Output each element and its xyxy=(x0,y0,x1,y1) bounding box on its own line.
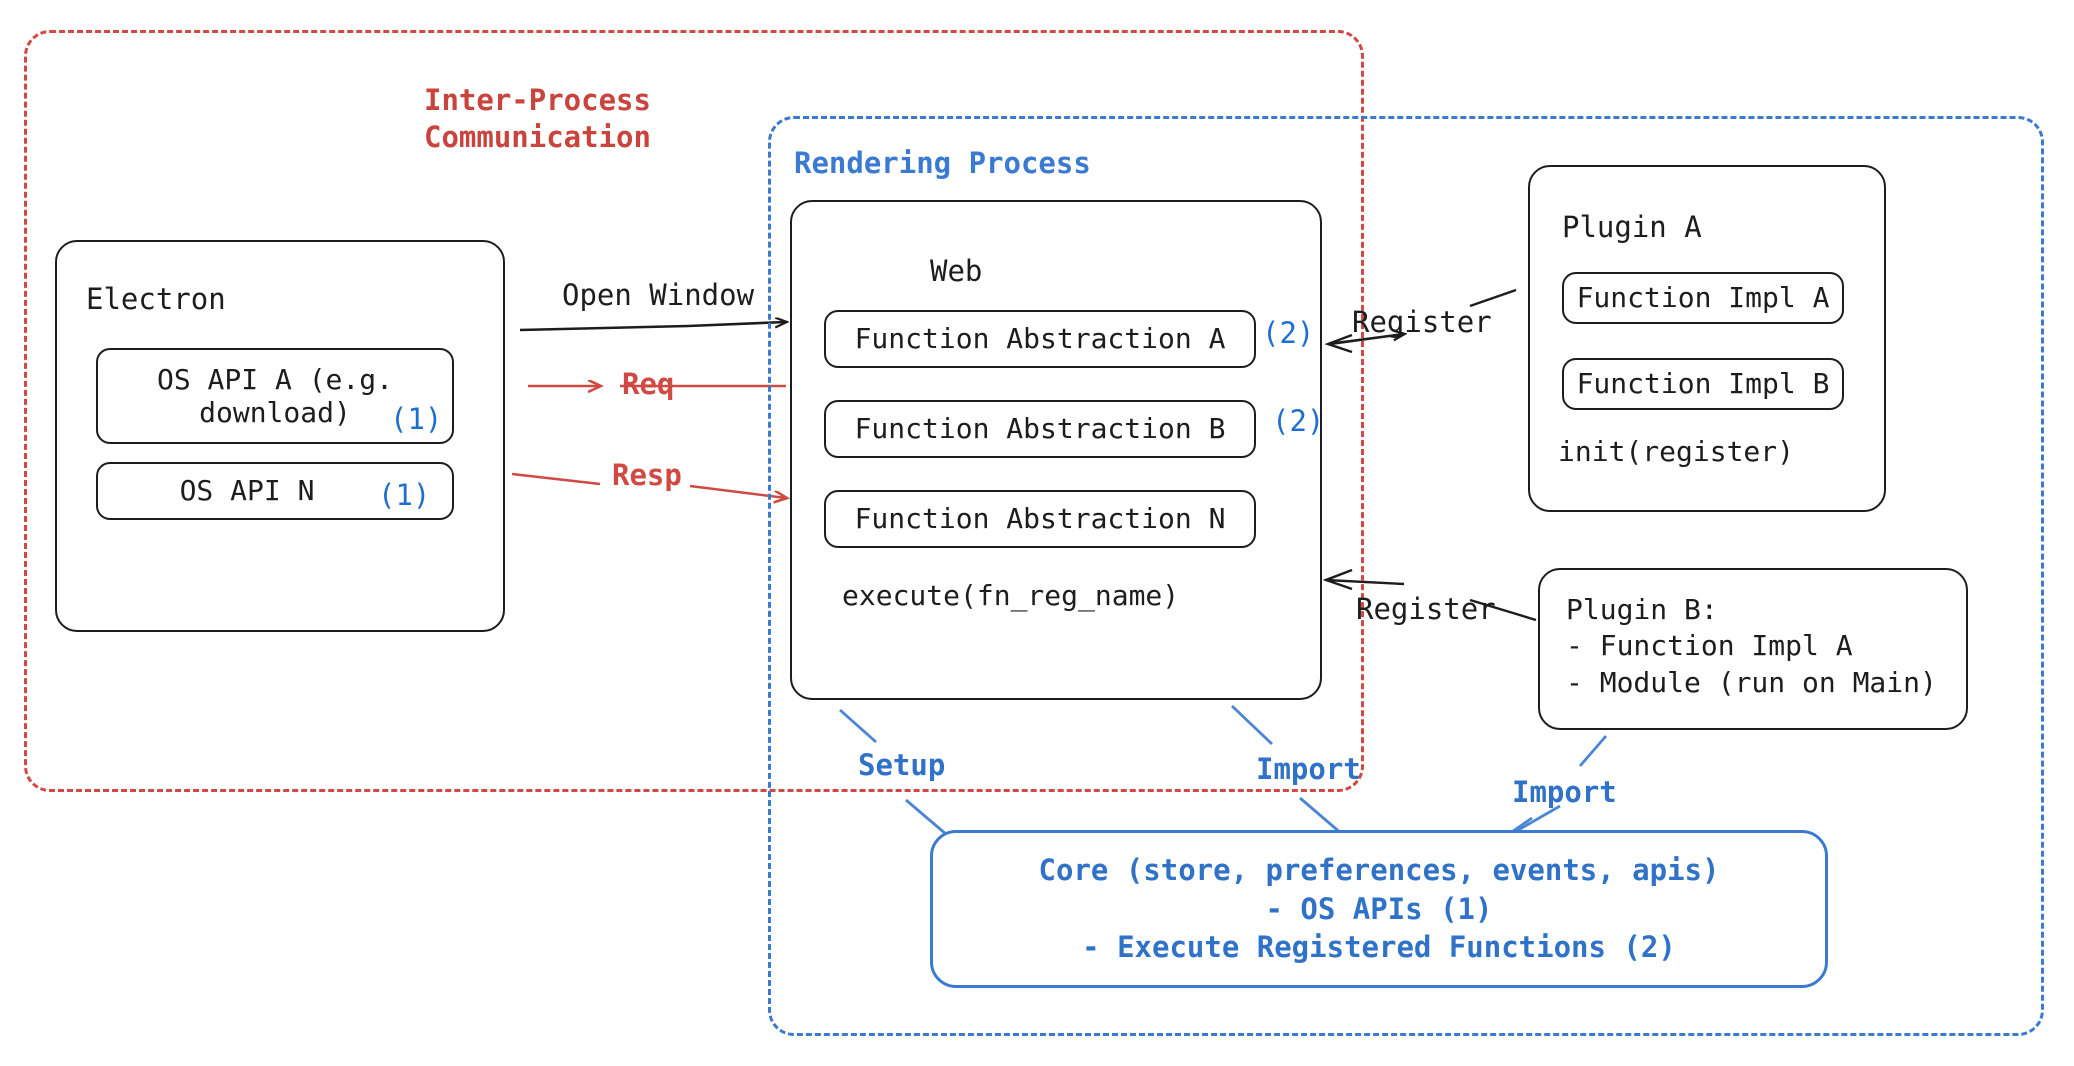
function-abstraction-n-pill: Function Abstraction N xyxy=(824,490,1256,548)
group-rendering-process xyxy=(768,116,2044,1036)
edge-label-import-plugin-b: Import xyxy=(1512,775,1617,809)
web-execute-signature: execute(fn_reg_name) xyxy=(842,579,1180,612)
function-abstraction-b-pill: Function Abstraction B xyxy=(824,400,1256,458)
function-abstraction-a-label: Function Abstraction A xyxy=(854,322,1226,356)
web-title: Web xyxy=(930,254,983,288)
function-abstraction-a-pill: Function Abstraction A xyxy=(824,310,1256,368)
edge-label-req: Req xyxy=(622,367,675,401)
ipc-group-label: Inter-Process Communication xyxy=(424,83,651,155)
os-api-a-pill: OS API A (e.g. download) xyxy=(96,348,454,444)
rendering-process-group-label: Rendering Process xyxy=(794,146,1091,180)
function-abstraction-b-label: Function Abstraction B xyxy=(854,412,1226,446)
os-api-n-label: OS API N xyxy=(179,474,315,508)
os-api-n-pill: OS API N xyxy=(96,462,454,520)
plugin-b-text: Plugin B: - Function Impl A - Module (ru… xyxy=(1566,593,1937,699)
function-abstraction-b-marker: (2) xyxy=(1272,404,1325,438)
function-abstraction-a-marker: (2) xyxy=(1262,316,1315,350)
core-text: Core (store, preferences, events, apis) … xyxy=(1038,853,1720,965)
core-box: Core (store, preferences, events, apis) … xyxy=(930,830,1828,988)
edge-label-import-web: Import xyxy=(1256,752,1361,786)
function-abstraction-n-label: Function Abstraction N xyxy=(854,502,1226,536)
edge-label-register-plugin-a: Register xyxy=(1352,305,1492,339)
edge-label-resp: Resp xyxy=(612,458,682,492)
os-api-a-marker: (1) xyxy=(390,402,443,436)
edge-label-setup: Setup xyxy=(858,748,946,782)
plugin-a-function-impl-b-label: Function Impl B xyxy=(1576,367,1830,401)
os-api-a-label: OS API A (e.g. download) xyxy=(156,362,393,429)
group-inter-process-communication xyxy=(24,30,1364,792)
edge-label-register-plugin-b: Register xyxy=(1356,592,1496,626)
electron-title: Electron xyxy=(86,282,226,316)
plugin-a-init-signature: init(register) xyxy=(1558,435,1795,468)
plugin-a-function-impl-a-label: Function Impl A xyxy=(1576,281,1830,315)
plugin-a-function-impl-b-pill: Function Impl B xyxy=(1562,358,1844,410)
plugin-a-title: Plugin A xyxy=(1562,210,1702,244)
plugin-a-function-impl-a-pill: Function Impl A xyxy=(1562,272,1844,324)
os-api-n-marker: (1) xyxy=(378,478,431,512)
plugin-b-box xyxy=(1538,568,1968,730)
plugin-a-box xyxy=(1528,165,1886,512)
edge-label-open-window: Open Window xyxy=(562,278,755,312)
